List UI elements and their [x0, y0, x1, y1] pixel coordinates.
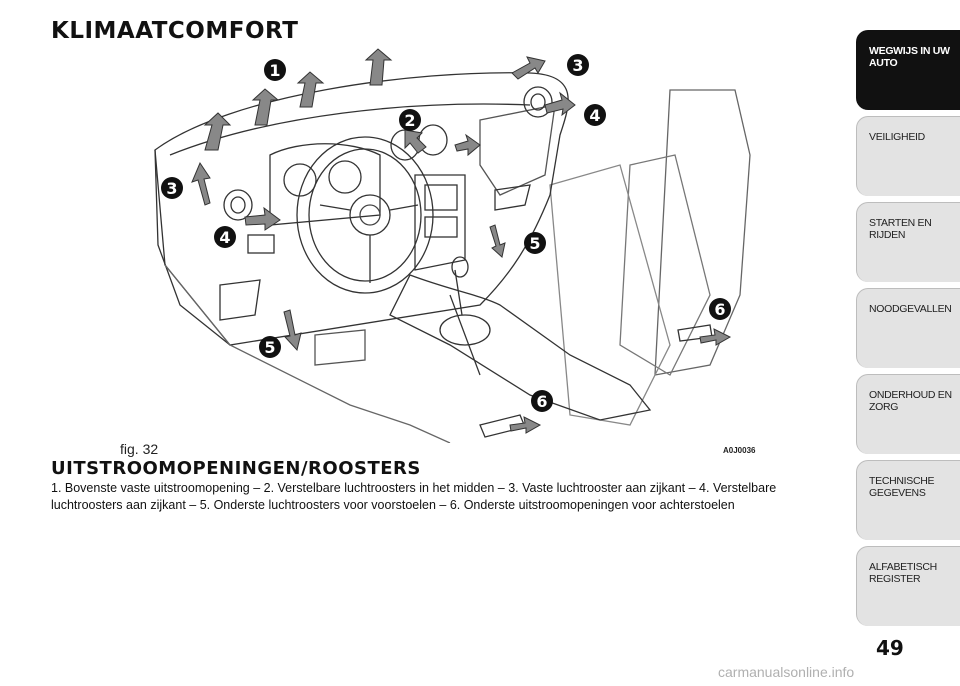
callout-6-center: 6 [536, 392, 547, 411]
tab-onderhoud-en-zorg[interactable]: ONDERHOUD EN ZORG [856, 374, 960, 454]
tab-wegwijs-in-uw-auto[interactable]: WEGWIJS IN UW AUTO [856, 30, 960, 110]
page-number: 49 [876, 636, 904, 660]
callout-2: 2 [404, 111, 415, 130]
callout-markers: 1 2 3 3 4 4 5 5 6 6 [161, 54, 731, 412]
tab-veiligheid[interactable]: VEILIGHEID [856, 116, 960, 196]
tab-noodgevallen[interactable]: NOODGEVALLEN [856, 288, 960, 368]
callout-4-left: 4 [219, 228, 230, 247]
tab-technische-gegevens[interactable]: TECHNISCHE GEGEVENS [856, 460, 960, 540]
page-title: KLIMAATCOMFORT [51, 18, 299, 44]
callout-3-right: 3 [572, 56, 583, 75]
callout-5-left: 5 [264, 338, 275, 357]
callout-6-right: 6 [714, 300, 725, 319]
figure-code: A0J0036 [723, 446, 756, 455]
tab-alfabetisch-register[interactable]: ALFABETISCH REGISTER [856, 546, 960, 626]
figure-caption: fig. 32 [120, 441, 159, 457]
section-title: UITSTROOMOPENINGEN/ROOSTERS [51, 458, 421, 479]
section-body: 1. Bovenste vaste uitstroomopening – 2. … [51, 481, 777, 512]
callout-1: 1 [269, 61, 280, 80]
dashboard-drawing: 1 2 3 3 4 4 5 5 6 6 [154, 48, 751, 443]
tab-starten-en-rijden[interactable]: STARTEN EN RIJDEN [856, 202, 960, 282]
dashboard-illustration: 1 2 3 3 4 4 5 5 6 6 [150, 45, 790, 443]
watermark: carmanualsonline.info [718, 664, 855, 680]
callout-5-right: 5 [529, 234, 540, 253]
callout-4-right: 4 [589, 106, 600, 125]
callout-3-left: 3 [166, 179, 177, 198]
